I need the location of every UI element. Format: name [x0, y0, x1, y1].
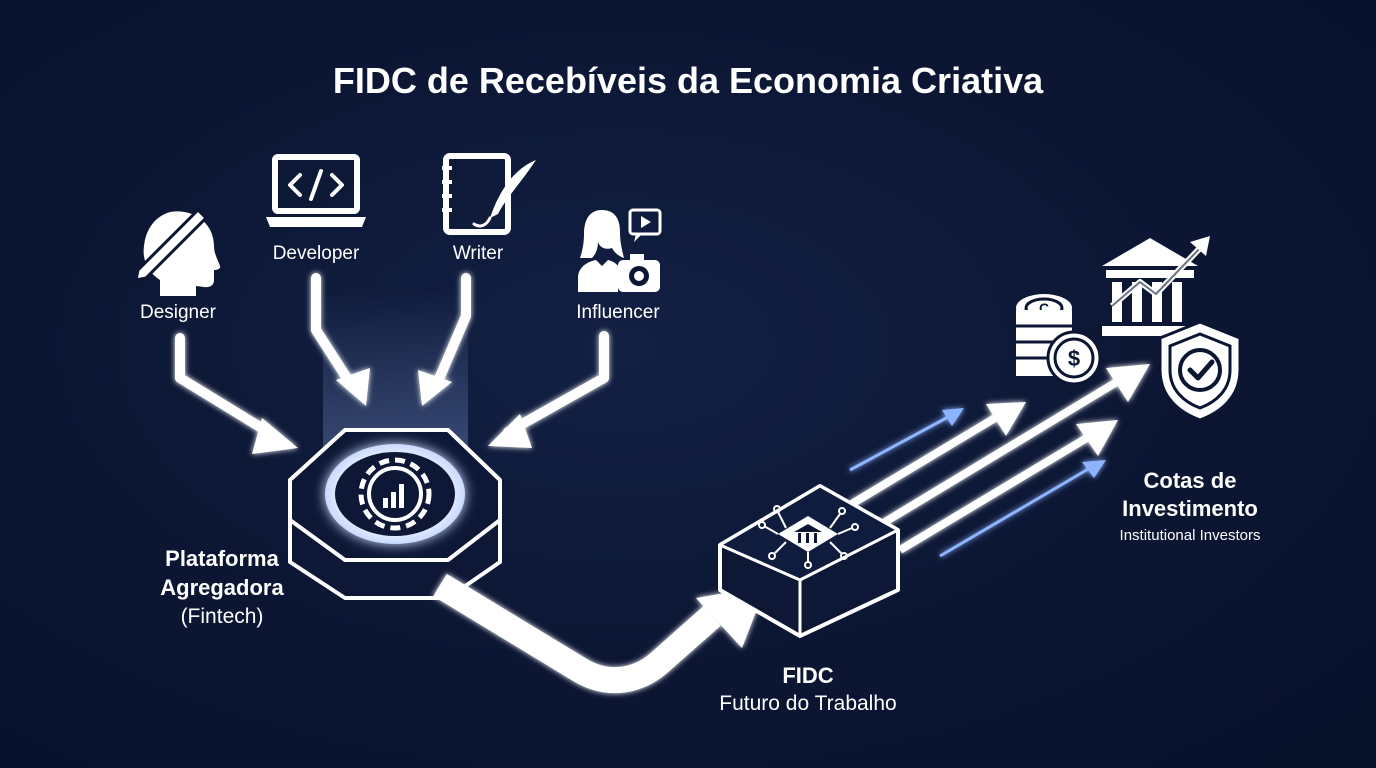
- creator-label-influencer: Influencer: [576, 302, 660, 323]
- platform-title-line1: Plataforma: [165, 546, 279, 571]
- influencer-camera-icon: [578, 208, 662, 292]
- fidc-title: FIDC: [782, 663, 833, 688]
- svg-text:$: $: [1068, 346, 1080, 371]
- bank-growth-icon: [1102, 236, 1210, 336]
- notebook-quill-icon: [442, 153, 536, 235]
- platform-title-line2: Agregadora: [160, 575, 284, 600]
- creator-label-writer: Writer: [453, 243, 504, 264]
- gear-chart-icon: [358, 457, 432, 531]
- investors-title-line2: Investimento: [1122, 496, 1258, 521]
- flow-arrow-platform-to-fidc: [433, 573, 766, 694]
- coin-stack-icon: C $: [1016, 294, 1102, 386]
- platform-title-line3: (Fintech): [181, 605, 264, 628]
- bank-chip-icon: [758, 505, 859, 569]
- investors-title-line1: Cotas de: [1144, 468, 1237, 493]
- laptop-code-icon: [266, 154, 366, 227]
- creator-arrows: [175, 273, 609, 454]
- shield-check-icon: [1158, 320, 1242, 422]
- fidc-subtitle: Futuro do Trabalho: [719, 692, 896, 715]
- svg-text:C: C: [1039, 300, 1049, 316]
- investors-subtitle: Institutional Investors: [1120, 527, 1261, 544]
- creator-label-developer: Developer: [273, 243, 360, 264]
- page-title: FIDC de Recebíveis da Economia Criativa: [333, 60, 1044, 101]
- platform-node: [288, 428, 502, 600]
- designer-head-pencil-icon: [134, 207, 221, 296]
- investor-arrows: [847, 364, 1150, 558]
- creator-label-designer: Designer: [140, 302, 217, 323]
